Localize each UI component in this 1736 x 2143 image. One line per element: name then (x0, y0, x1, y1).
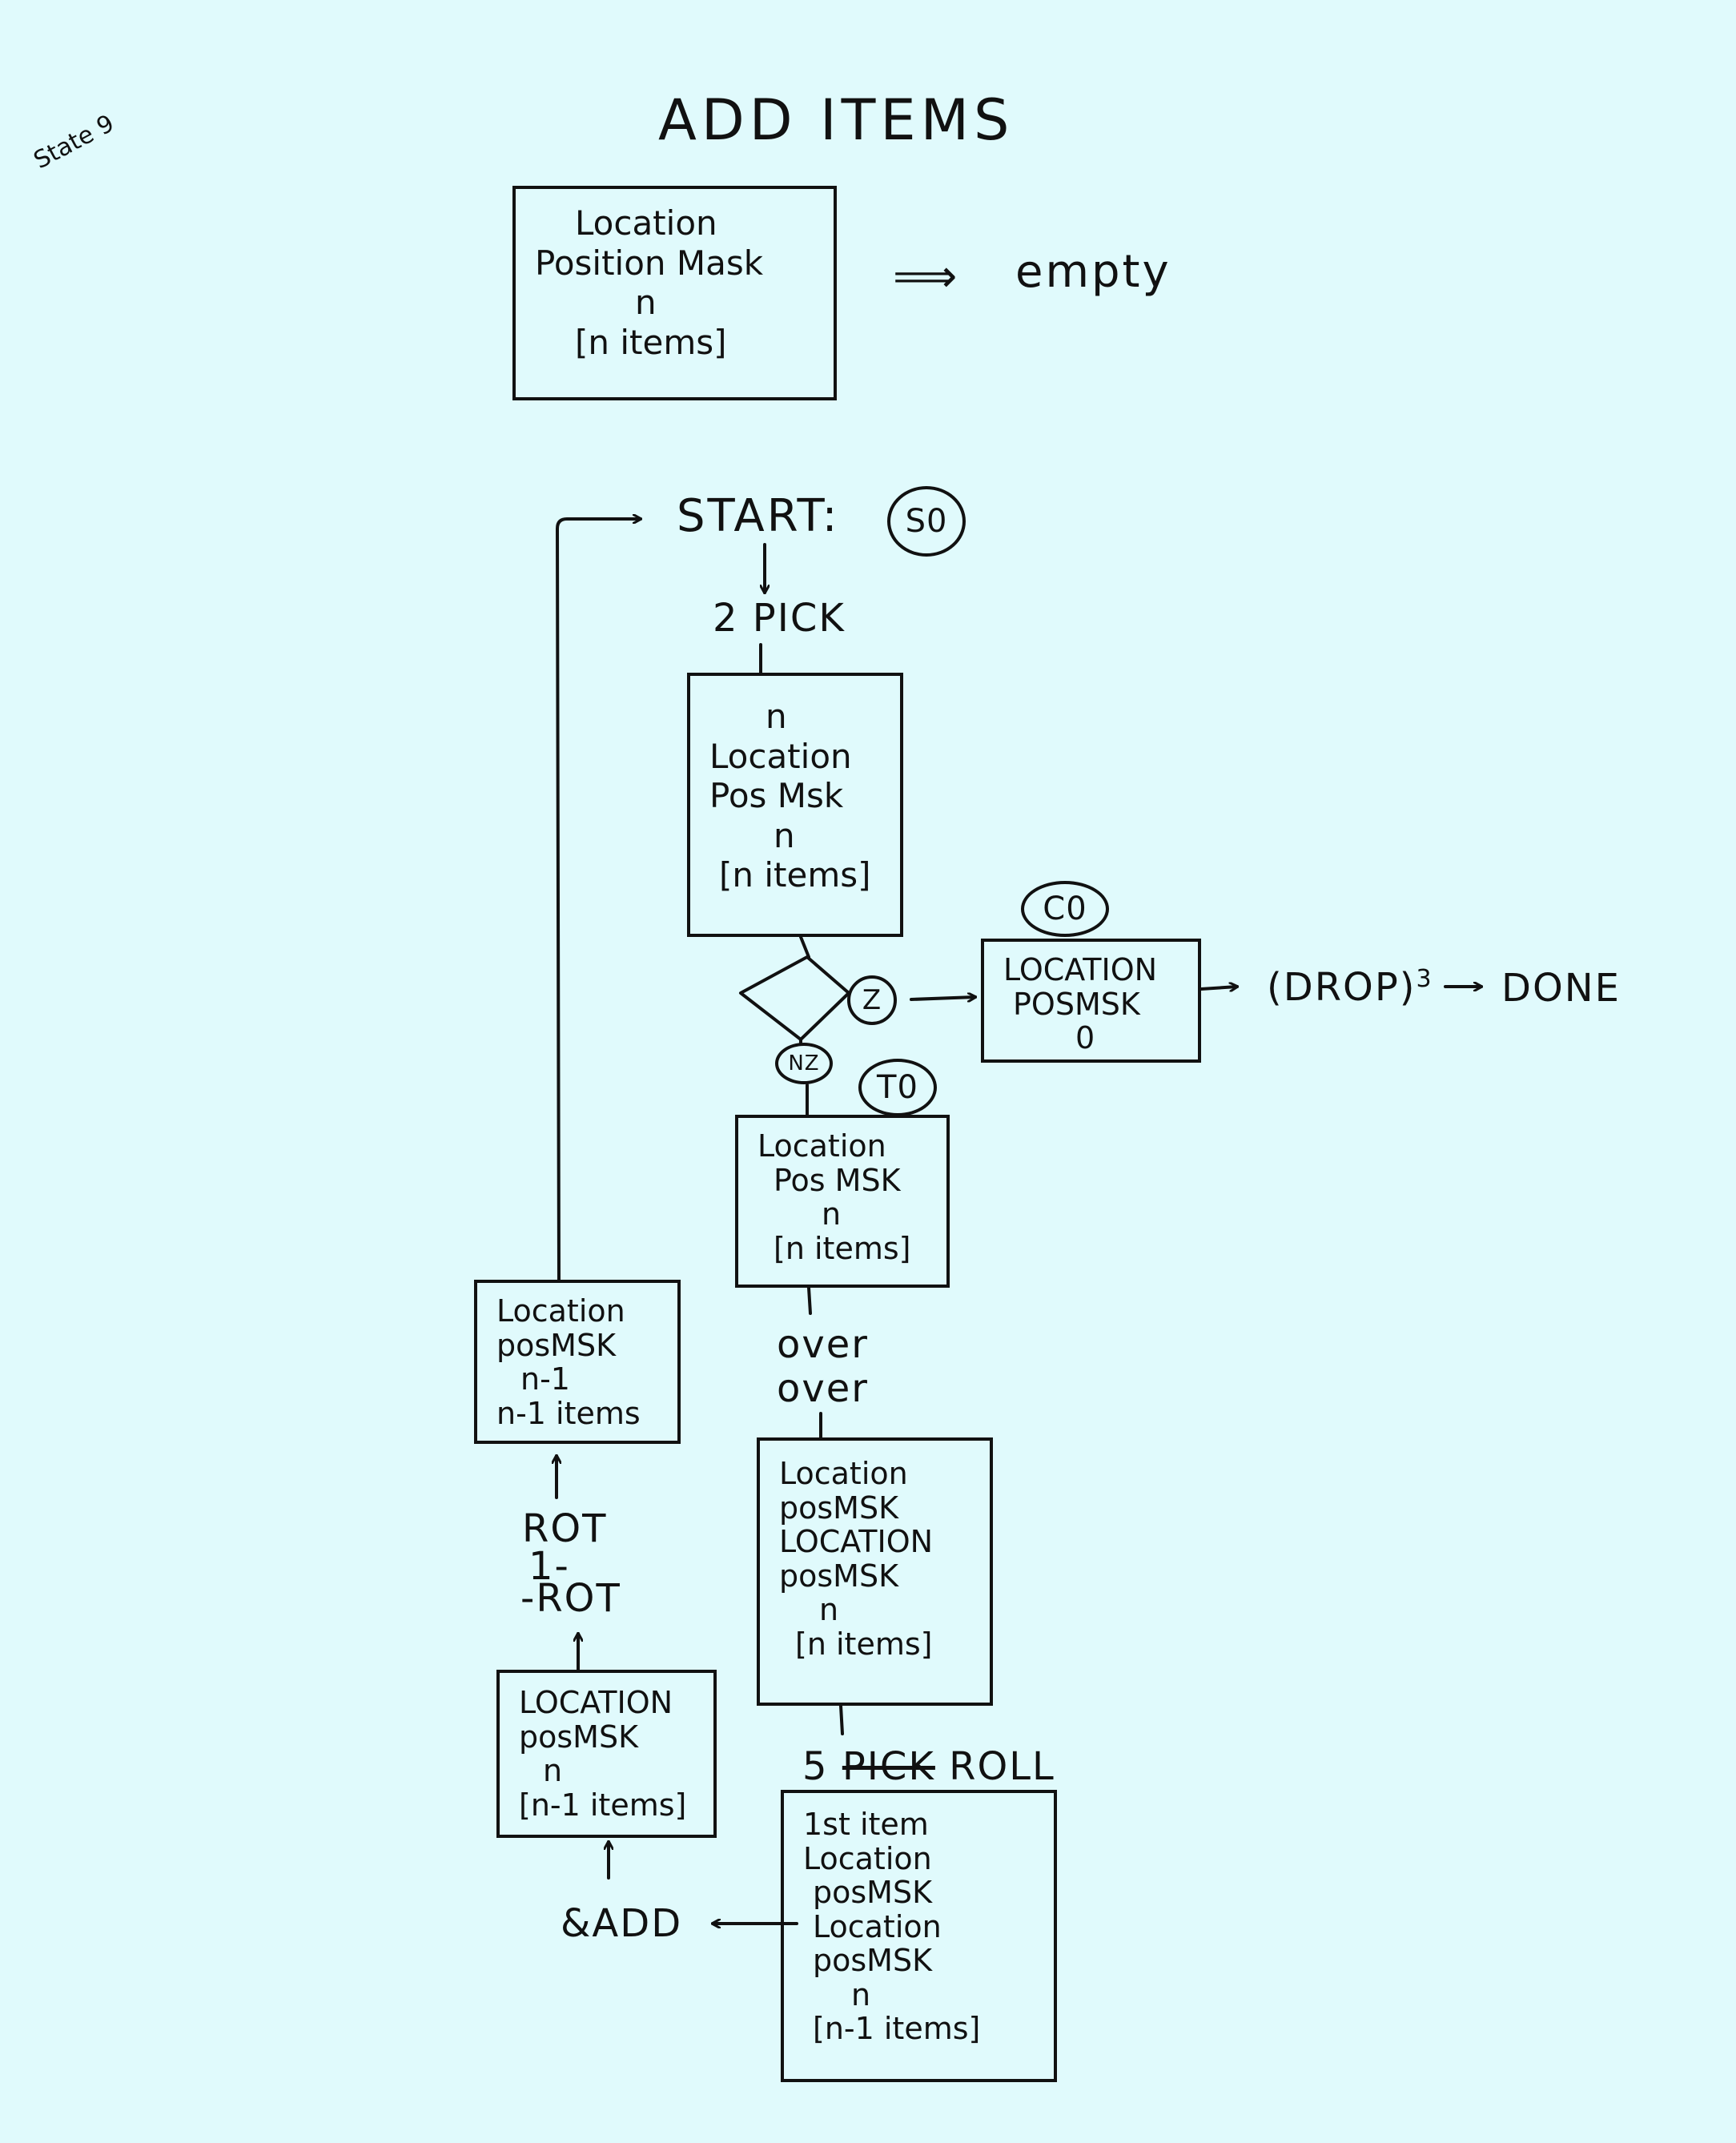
arrow-c0-to-drop (1200, 987, 1237, 989)
step-roll: 5 PICK ROLL (802, 1747, 1055, 1786)
stack-box-t0: Location Pos MSK n [n items] (735, 1115, 950, 1288)
stack-line: Pos MSK (774, 1162, 901, 1198)
state-c0: C0 (1021, 881, 1109, 937)
stack-line: posMSK (496, 1327, 616, 1363)
stack-line: [n-1 items] (813, 2011, 981, 2047)
summary-box: Location Position Mask n [n items] (512, 186, 837, 400)
summary-line: n (635, 283, 657, 323)
stack-line: n (822, 1196, 842, 1232)
drop-text: (DROP) (1267, 965, 1417, 1010)
stack-line: Pos Msk (709, 776, 844, 816)
stack-line: [n items] (795, 1626, 933, 1662)
start-label: START: (677, 490, 840, 542)
decision-diamond-shape (739, 955, 850, 1041)
stack-box-add: LOCATION posMSK n [n-1 items] (496, 1670, 717, 1838)
stack-line: n (851, 1976, 871, 2012)
stack-line: Location (779, 1456, 908, 1491)
summary-line: [n items] (575, 322, 727, 362)
roll-struck-word: PICK (842, 1744, 935, 1789)
stack-line: n-1 items (496, 1395, 641, 1431)
stack-line: [n items] (719, 855, 871, 895)
stack-line: Location (757, 1128, 886, 1164)
state-t0: T0 (858, 1059, 937, 1116)
summary-line: Location (575, 203, 717, 243)
stack-line: Location (496, 1293, 625, 1329)
op-one-minus: 1- (528, 1544, 570, 1589)
op-add: &ADD (561, 1901, 683, 1946)
op-rot: ROT (522, 1506, 608, 1551)
diagram-title: ADD ITEMS (658, 87, 1015, 153)
stack-line: LOCATION (779, 1524, 934, 1560)
stack-line: n-1 (520, 1361, 570, 1397)
stack-line: posMSK (779, 1558, 898, 1594)
stack-line: 1st item (803, 1807, 929, 1842)
branch-zero: Z (847, 975, 897, 1025)
stack-line: n (543, 1753, 563, 1789)
stack-box-c0: LOCATION POSMSK 0 (981, 939, 1201, 1063)
line-box1-to-diamond (799, 935, 810, 959)
stack-box-roll: 1st item Location posMSK Location posMSK… (781, 1790, 1057, 2082)
line-boxover-to-roll (839, 1704, 844, 1735)
implies-arrow: ⟹ (893, 251, 960, 303)
stack-line: Location (813, 1908, 942, 1944)
stack-line: LOCATION (519, 1685, 673, 1720)
op-over-1: over (777, 1322, 870, 1367)
stack-line: POSMSK (1013, 986, 1140, 1022)
summary-result: empty (1015, 246, 1171, 298)
drop-power: 3 (1416, 965, 1433, 993)
state-s0: S0 (887, 486, 966, 557)
stack-line: [n-1 items] (519, 1787, 687, 1823)
done-label: DONE (1501, 966, 1621, 1011)
stack-box-pick: n Location Pos Msk n [n items] (687, 673, 903, 937)
stack-line: posMSK (779, 1490, 898, 1526)
drop-op: (DROP)3 (1267, 967, 1433, 1007)
op-minus-rot: -ROT (520, 1576, 621, 1621)
stack-box-loop: Location posMSK n-1 n-1 items (474, 1280, 681, 1444)
stack-line: posMSK (519, 1719, 638, 1755)
line-t0-to-over (807, 1286, 812, 1315)
roll-count: 5 (802, 1744, 829, 1789)
branch-nonzero: NZ (775, 1043, 833, 1084)
stack-line: 0 (1075, 1020, 1095, 1056)
roll-word: ROLL (949, 1744, 1055, 1789)
arrow-z-to-c0 (910, 997, 975, 999)
summary-line: Position Mask (535, 243, 764, 283)
stack-box-over: Location posMSK LOCATION posMSK n [n ite… (757, 1437, 993, 1706)
arrow-loop-to-start (555, 519, 642, 1281)
stack-line: n (766, 697, 787, 736)
step-pick: 2 PICK (713, 596, 846, 641)
stack-line: LOCATION (1003, 952, 1158, 987)
stack-line: [n items] (774, 1230, 911, 1266)
stack-line: posMSK (813, 1943, 932, 1979)
stack-line: n (774, 815, 795, 855)
stack-line: Location (709, 736, 852, 776)
op-over-2: over (777, 1366, 870, 1411)
stack-line: posMSK (813, 1875, 932, 1911)
stack-line: n (819, 1592, 839, 1628)
stack-line: Location (803, 1840, 932, 1876)
